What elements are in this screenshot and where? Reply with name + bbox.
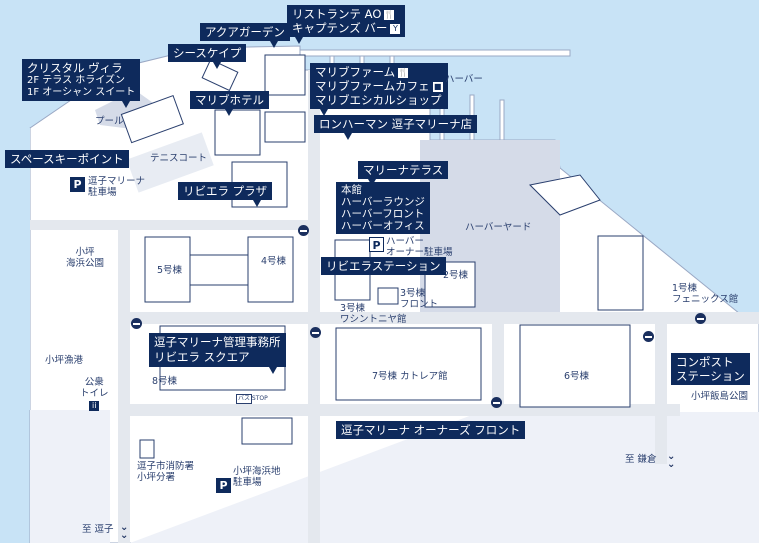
malibu-hotel-label[interactable]: マリブホテル	[190, 91, 269, 116]
owners-front-label[interactable]: 逗子マリーナ オーナーズ フロント	[336, 421, 526, 439]
bldg7-text: 7号棟 カトレア館	[372, 371, 448, 382]
chevron-down-icon: ⌄⌄	[667, 451, 676, 470]
riviera-square-text: リビエラ スクエア	[154, 350, 250, 364]
ron-herman-label[interactable]: ロンハーマン 逗子マリーナ店	[314, 115, 478, 140]
compost-text: コンポスト	[676, 355, 734, 369]
no-entry-icon	[298, 225, 309, 236]
marina-parking-text: 逗子マリーナ駐車場	[88, 176, 146, 198]
honkan-title: 本館	[341, 184, 362, 196]
marina-terrace-label[interactable]: マリーナテラス	[358, 161, 449, 186]
management-office-label[interactable]: 逗子マリーナ管理事務所 リビエラ スクエア	[149, 333, 286, 374]
bldg3-front-text: 3号棟フロント	[400, 288, 439, 310]
harbor-text: ハーバー	[445, 74, 483, 85]
owner-parking-text: ハーバーオーナー駐車場	[386, 236, 453, 258]
parking-icon: P	[216, 478, 231, 493]
lower-land-right	[130, 412, 759, 543]
restaurant-icon: 🍴	[398, 67, 409, 78]
cafe-icon: ■	[432, 81, 443, 92]
pool-text: プール	[95, 116, 124, 127]
fire-station-text: 逗子市消防署小坪分署	[137, 461, 195, 483]
no-entry-icon	[310, 327, 321, 338]
bldg2-text: 2号棟	[443, 270, 469, 281]
malibu-farm-cafe-text: マリブファームカフェ	[315, 79, 430, 93]
parking-icon: P	[70, 177, 85, 192]
station-text: ステーション	[676, 369, 745, 383]
no-entry-icon	[491, 397, 502, 408]
bus-stop-sign: バス STOP	[236, 394, 268, 404]
malibu-farm-label[interactable]: マリブファーム🍴 マリブファームカフェ■ マリブエシカルショップ	[310, 63, 448, 116]
bldg5-text: 5号棟	[157, 265, 183, 276]
toilet-icon: ii	[89, 401, 100, 411]
bldg1-text: 1号棟フェニックス館	[672, 283, 739, 305]
lower-land-left	[30, 410, 110, 543]
kotsubo-park-text: 小坪海浜公園	[66, 247, 105, 269]
bldg4-text: 4号棟	[261, 256, 287, 267]
bldg3-text: 3号棟ワシントニヤ館	[340, 303, 407, 325]
ristorante-ao-label: リストランテ AO	[292, 7, 382, 21]
malibu-ethical-shop-text: マリブエシカルショップ	[315, 93, 442, 107]
harbor-lounge-text: ハーバーラウンジ	[341, 196, 425, 208]
management-office-text: 逗子マリーナ管理事務所	[154, 335, 281, 349]
no-entry-icon	[643, 331, 654, 342]
crystal-villa-title: クリスタル ヴィラ	[27, 61, 123, 75]
no-entry-icon	[695, 313, 706, 324]
crystal-villa-2f: 2F テラス ホライズン	[27, 75, 125, 86]
tennis-court	[126, 132, 214, 193]
bldg8-text: 8号棟	[152, 376, 178, 387]
crystal-villa-1f: 1F オーシャン スイート	[27, 87, 136, 98]
harbor-front-text: ハーバーフロント	[341, 208, 425, 220]
riviera-plaza-label[interactable]: リビエラ プラザ	[178, 182, 273, 207]
bar-icon: Y	[390, 23, 401, 34]
iijima-park-text: 小坪飯島公園	[691, 391, 749, 402]
compost-station-label[interactable]: コンポスト ステーション	[671, 353, 750, 385]
beach-parking-text: 小坪海浜地駐車場	[233, 466, 281, 488]
aqua-garden-label[interactable]: アクアガーデン	[200, 23, 290, 48]
to-kamakura-text: 至 鎌倉	[625, 454, 657, 465]
west-sea-strip	[0, 128, 30, 410]
to-zushi-text: 至 逗子	[82, 524, 114, 535]
restaurant-icon: 🍴	[384, 9, 395, 20]
space-key-point-label[interactable]: スペースキーポイント	[5, 150, 129, 168]
tennis-court-text: テニスコート	[150, 153, 208, 164]
harbor-office-text: ハーバーオフィス	[341, 220, 425, 232]
kotsubo-port-text: 小坪漁港	[45, 355, 84, 366]
harbor-yard-text: ハーバーヤード	[465, 222, 532, 233]
seascape-label[interactable]: シースケイプ	[168, 44, 247, 69]
riviera-station-label[interactable]: リビエラステーション	[321, 257, 446, 275]
chevron-down-icon: ⌄⌄	[120, 522, 129, 541]
malibu-farm-text: マリブファーム	[315, 65, 396, 79]
captains-bar-label: キャプテンズ バー	[292, 21, 388, 35]
parking-icon: P	[369, 237, 384, 252]
crystal-villa-label[interactable]: クリスタル ヴィラ 2F テラス ホライズン 1F オーシャン スイート	[22, 59, 141, 108]
bldg6-text: 6号棟	[564, 371, 590, 382]
no-entry-icon	[131, 318, 142, 329]
honkan-label[interactable]: 本館 ハーバーラウンジ ハーバーフロント ハーバーオフィス	[336, 182, 430, 234]
